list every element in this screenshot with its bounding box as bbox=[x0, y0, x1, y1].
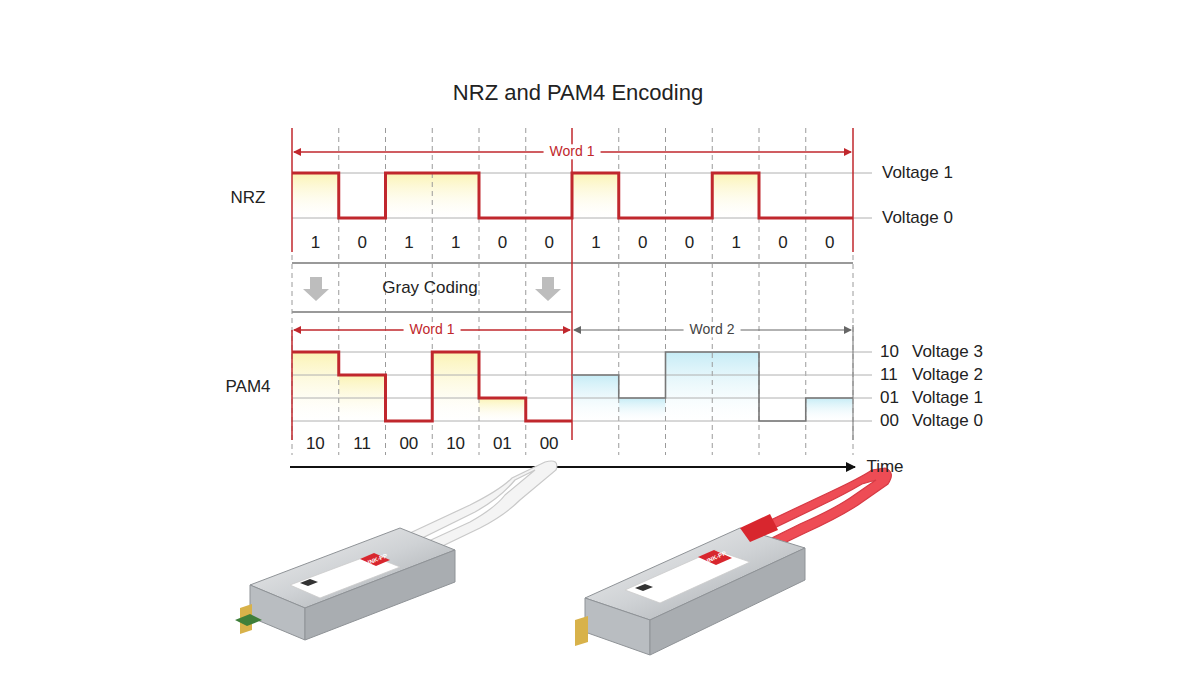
bit-value: 0 bbox=[544, 234, 553, 253]
qr-code bbox=[300, 579, 318, 586]
level-fill bbox=[292, 352, 339, 421]
brand-badge bbox=[698, 550, 732, 565]
qr-code bbox=[635, 584, 653, 591]
boundary-line bbox=[852, 128, 854, 252]
bit-grid bbox=[292, 128, 853, 455]
level-fill bbox=[479, 398, 526, 421]
level-lines bbox=[292, 173, 872, 421]
axis-label: Time bbox=[866, 458, 903, 477]
symbol-code: 00 bbox=[880, 412, 899, 431]
word-label: Word 2 bbox=[684, 322, 741, 337]
grid-line bbox=[292, 255, 293, 455]
bit-value: 1 bbox=[591, 234, 600, 253]
transceiver-module bbox=[235, 461, 557, 640]
bit-value: 0 bbox=[778, 234, 787, 253]
diagram-title: NRZ and PAM4 Encoding bbox=[453, 81, 703, 105]
symbol-value: 01 bbox=[493, 435, 512, 454]
symbol-value: 11 bbox=[353, 435, 371, 454]
bit-value: 1 bbox=[404, 234, 413, 253]
pam4-waveform bbox=[292, 352, 572, 421]
symbol-code: 11 bbox=[880, 366, 898, 385]
level-fill bbox=[432, 352, 479, 421]
bit-value: 0 bbox=[638, 234, 647, 253]
down-arrow bbox=[535, 277, 561, 301]
word-label: Word 1 bbox=[404, 322, 461, 337]
bit-value: 1 bbox=[311, 234, 320, 253]
level-name: Voltage 3 bbox=[912, 343, 983, 362]
module-label bbox=[625, 550, 750, 603]
time-axis bbox=[290, 466, 855, 468]
latch-block bbox=[740, 514, 778, 542]
bit-value: 1 bbox=[451, 234, 460, 253]
symbol-value: 00 bbox=[540, 435, 559, 454]
symbol-value: 10 bbox=[446, 435, 465, 454]
symbol-code: 10 bbox=[880, 343, 899, 362]
pcb-edge bbox=[235, 614, 262, 626]
pcb-edge bbox=[575, 616, 588, 646]
row-name: NRZ bbox=[231, 189, 266, 208]
grid-line bbox=[853, 255, 854, 455]
bit-value: 0 bbox=[357, 234, 366, 253]
bit-value: 0 bbox=[825, 234, 834, 253]
bit-value: 0 bbox=[498, 234, 507, 253]
nrz-waveform bbox=[292, 173, 853, 218]
level-fill bbox=[619, 398, 666, 421]
level-fill bbox=[806, 398, 853, 421]
level-name: Voltage 0 bbox=[912, 412, 983, 431]
down-arrow bbox=[303, 277, 329, 301]
level-line bbox=[292, 352, 872, 353]
level-name: Voltage 1 bbox=[882, 164, 953, 183]
boundary-line bbox=[852, 325, 853, 440]
separator-line bbox=[292, 311, 572, 313]
boundary-line bbox=[291, 128, 293, 252]
high-fill bbox=[572, 173, 619, 218]
level-name: Voltage 0 bbox=[882, 209, 953, 228]
symbol-value: 00 bbox=[399, 435, 418, 454]
bit-value: 0 bbox=[685, 234, 694, 253]
transceiver-module bbox=[575, 468, 891, 655]
coding-label: Gray Coding bbox=[382, 279, 477, 298]
symbol-code: 01 bbox=[880, 389, 899, 408]
word-label: Word 1 bbox=[544, 144, 601, 159]
symbol-value: 10 bbox=[306, 435, 325, 454]
pull-tab bbox=[760, 468, 891, 545]
high-fill bbox=[713, 173, 760, 218]
module-side bbox=[585, 598, 650, 655]
level-line bbox=[292, 398, 872, 399]
high-fill bbox=[292, 173, 339, 218]
level-name: Voltage 1 bbox=[912, 389, 983, 408]
row-name: PAM4 bbox=[225, 378, 270, 397]
level-name: Voltage 2 bbox=[912, 366, 983, 385]
word-boundaries bbox=[292, 128, 853, 440]
bit-value: 1 bbox=[731, 234, 740, 253]
pam4-waveform bbox=[572, 352, 853, 421]
boundary-line bbox=[291, 330, 293, 440]
module-side bbox=[250, 585, 305, 640]
grid-line bbox=[665, 128, 666, 455]
